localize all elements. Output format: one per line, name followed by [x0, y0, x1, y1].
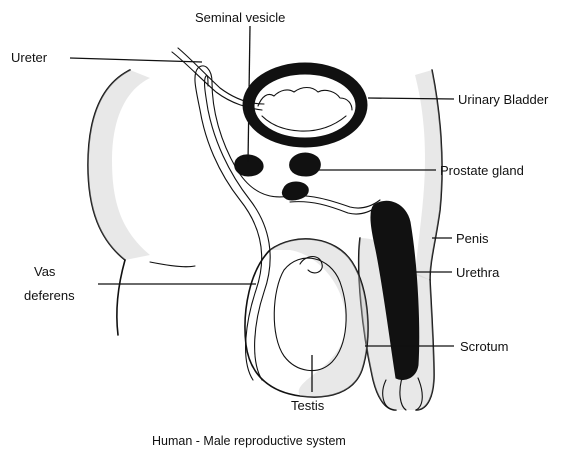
label-ureter: Ureter [11, 50, 48, 65]
label-vas-deferens-line2: deferens [24, 288, 75, 303]
label-penis: Penis [456, 231, 489, 246]
label-urethra: Urethra [456, 265, 500, 280]
label-prostate-gland: Prostate gland [440, 163, 524, 178]
urinary-bladder [243, 63, 367, 147]
label-scrotum: Scrotum [460, 339, 508, 354]
label-urinary-bladder: Urinary Bladder [458, 92, 549, 107]
prostate-gland [282, 153, 320, 200]
label-vas-deferens-line1: Vas [34, 264, 56, 279]
label-seminal-vesicle: Seminal vesicle [195, 10, 285, 25]
leader-urinary-bladder [368, 98, 454, 99]
diagram-caption: Human - Male reproductive system [152, 434, 346, 448]
seminal-vesicle [235, 155, 263, 176]
label-testis: Testis [291, 398, 325, 413]
scrotum [245, 239, 368, 397]
testis [274, 257, 346, 371]
